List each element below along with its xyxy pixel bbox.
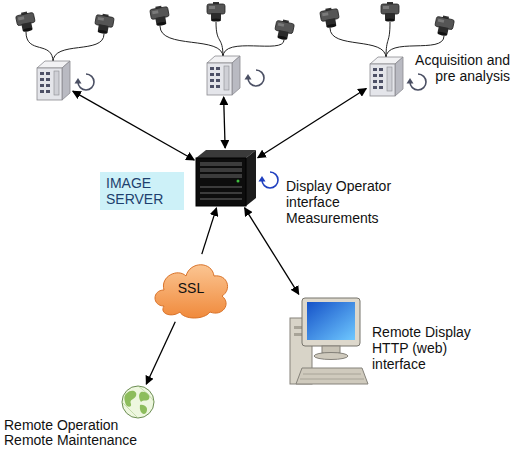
node-caption: Acquisition and pre analysis: [402, 52, 510, 84]
acquisition-computer: [205, 55, 241, 95]
remote-display: Remote Display HTTP (web) interface: [288, 296, 368, 386]
connector-arrow: [224, 97, 225, 148]
cloud-label: SSL: [150, 280, 232, 296]
camera: [15, 2, 455, 41]
acquisition-computer: [35, 60, 71, 100]
server-tower: [196, 150, 256, 206]
node-caption: Remote Operation Remote Maintenance: [4, 418, 142, 448]
globe: [122, 386, 154, 418]
server-title: IMAGE SERVER: [100, 172, 184, 210]
connector-arrow: [258, 89, 367, 158]
connector-arrow: [202, 208, 217, 254]
node-caption: Remote Display HTTP (web) interface: [372, 324, 486, 372]
acquisition-computer: [37, 56, 403, 100]
node-caption: Display Operator interface Measurements: [286, 178, 410, 226]
remote-globe: Remote Operation Remote Maintenance: [122, 386, 154, 418]
acquisition-computer: Acquisition and pre analysis: [368, 56, 404, 96]
ssl-cloud: SSL: [150, 256, 232, 320]
connector-arrow: [73, 91, 195, 160]
desktop-computer: [290, 298, 368, 384]
image-server: IMAGE SERVERDisplay Operator interface M…: [196, 150, 256, 206]
connector-arrow: [146, 322, 175, 384]
